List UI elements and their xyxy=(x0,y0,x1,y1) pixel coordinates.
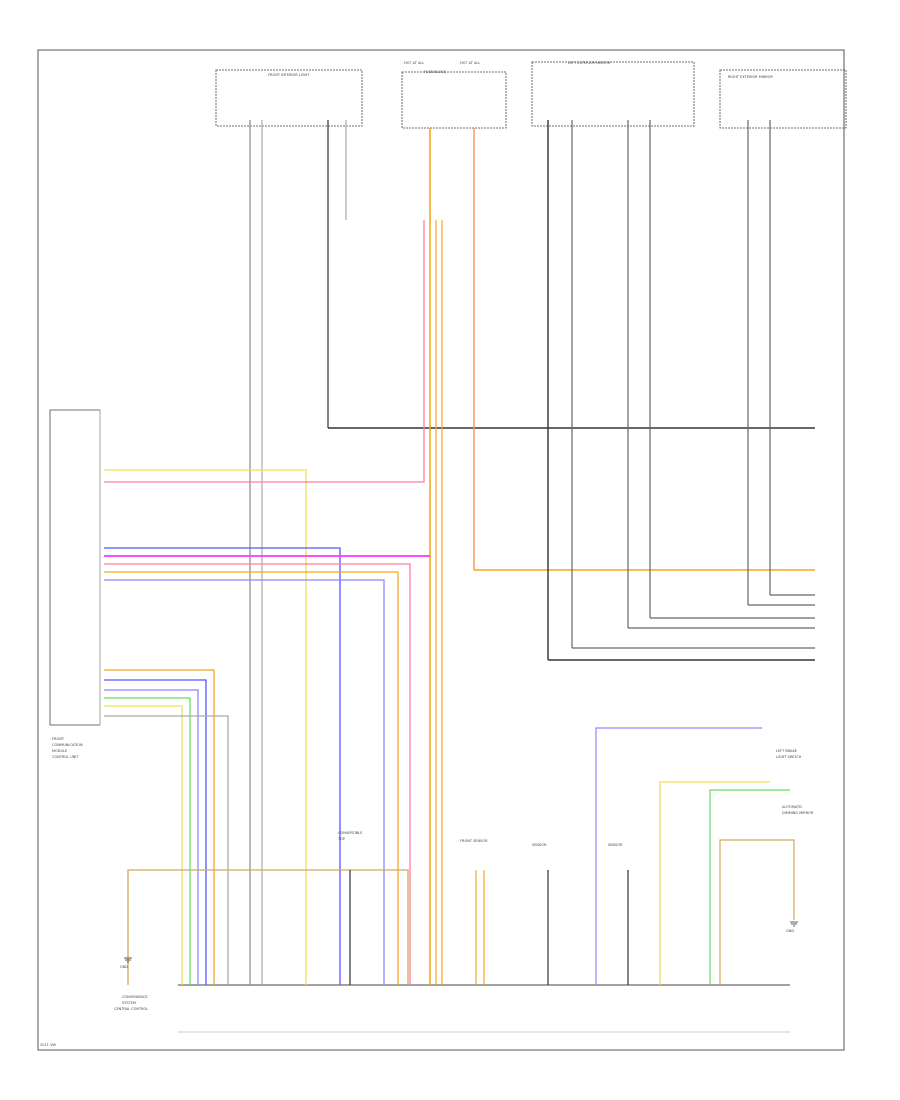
wire-violet-1 xyxy=(104,579,385,985)
front-control-module: FRONT COMMUNICATION MODULE CONTROL UNIT xyxy=(49,409,101,759)
hot-at-all-times-label-2: HOT AT ALL xyxy=(460,61,480,65)
wire-tan-loop xyxy=(127,869,409,985)
wire-yellow-2 xyxy=(104,705,183,985)
front-module-label-2: COMMUNICATION xyxy=(52,743,83,747)
dome-lamp-label: FRONT INTERIOR LIGHT xyxy=(268,73,310,77)
front-module-label-4: CONTROL UNIT xyxy=(52,755,79,759)
wire-yellow-3 xyxy=(659,781,770,985)
wires-left-module xyxy=(104,220,430,985)
wire-blue-2 xyxy=(104,679,207,985)
sensor-label-1: FRONT SENSOR xyxy=(460,839,488,843)
wire-pink-1 xyxy=(104,220,425,483)
wire-orange-4 xyxy=(104,571,399,985)
right-mirror-component: RIGHT EXTERIOR MIRROR xyxy=(719,69,847,129)
hot-at-all-times-label-1: HOT AT ALL xyxy=(404,61,424,65)
wire-orange-5 xyxy=(104,669,215,985)
auto-mirror-label-2: DIMMING MIRROR xyxy=(782,811,814,815)
left-mirror-label: LEFT EXTERIOR MIRROR xyxy=(568,61,611,65)
sensor-label-2: SENSOR xyxy=(532,843,547,847)
diagram-frame xyxy=(37,49,845,1051)
front-module-label-1: FRONT xyxy=(52,737,65,741)
wire-green-1 xyxy=(104,697,191,985)
wire-pink-2 xyxy=(104,563,411,985)
left-switch-label-2: LIGHT SWITCH xyxy=(776,755,802,759)
ground-label-left: GND xyxy=(120,965,128,969)
sensor-label-3: SENSOR xyxy=(608,843,623,847)
dome-lamp-component: FRONT INTERIOR LIGHT xyxy=(215,69,363,127)
wire-gray-1 xyxy=(104,715,229,985)
wire-violet-2 xyxy=(104,689,199,985)
right-mirror-label: RIGHT EXTERIOR MIRROR xyxy=(728,75,773,79)
wire-tan-2 xyxy=(719,839,795,985)
ground-label-right: GND xyxy=(786,929,794,933)
wire-green-2 xyxy=(709,789,790,985)
rear-module-label-3: CENTRAL CONTROL xyxy=(114,1007,148,1011)
wires-bottom-right xyxy=(349,727,795,985)
fuse-block-label: FUSE BLOCK xyxy=(424,70,447,74)
fuse-block-component: HOT AT ALL HOT AT ALL FUSE BLOCK xyxy=(401,61,507,129)
wire-orange-feed xyxy=(473,128,815,571)
left-mirror-component: LEFT EXTERIOR MIRROR xyxy=(531,61,695,127)
wires-top xyxy=(249,120,815,985)
wire-violet-3 xyxy=(595,727,762,985)
rear-module-label-1: CONVENIENCE xyxy=(122,995,148,999)
front-module-label-3: MODULE xyxy=(52,749,67,753)
wire-yellow-1 xyxy=(104,469,307,985)
rear-control-module: CONVENIENCE SYSTEM CENTRAL CONTROL xyxy=(114,984,790,1033)
wire-blue-1 xyxy=(104,547,341,985)
ground-symbol-left xyxy=(124,957,132,963)
footer-code: 2011 VW xyxy=(40,1043,56,1047)
mid-component-label-1: CONVERTIBLE xyxy=(338,831,362,835)
rear-module-label-2: SYSTEM xyxy=(122,1001,136,1005)
mid-component-label-2: TOP xyxy=(337,837,345,841)
lower-component-labels: LEFT BRAKE LIGHT SWITCH AUTOMATIC DIMMIN… xyxy=(40,749,814,1047)
ground-symbol-right xyxy=(790,921,798,927)
left-switch-label-1: LEFT BRAKE xyxy=(776,749,797,753)
auto-mirror-label-1: AUTOMATIC xyxy=(782,805,803,809)
